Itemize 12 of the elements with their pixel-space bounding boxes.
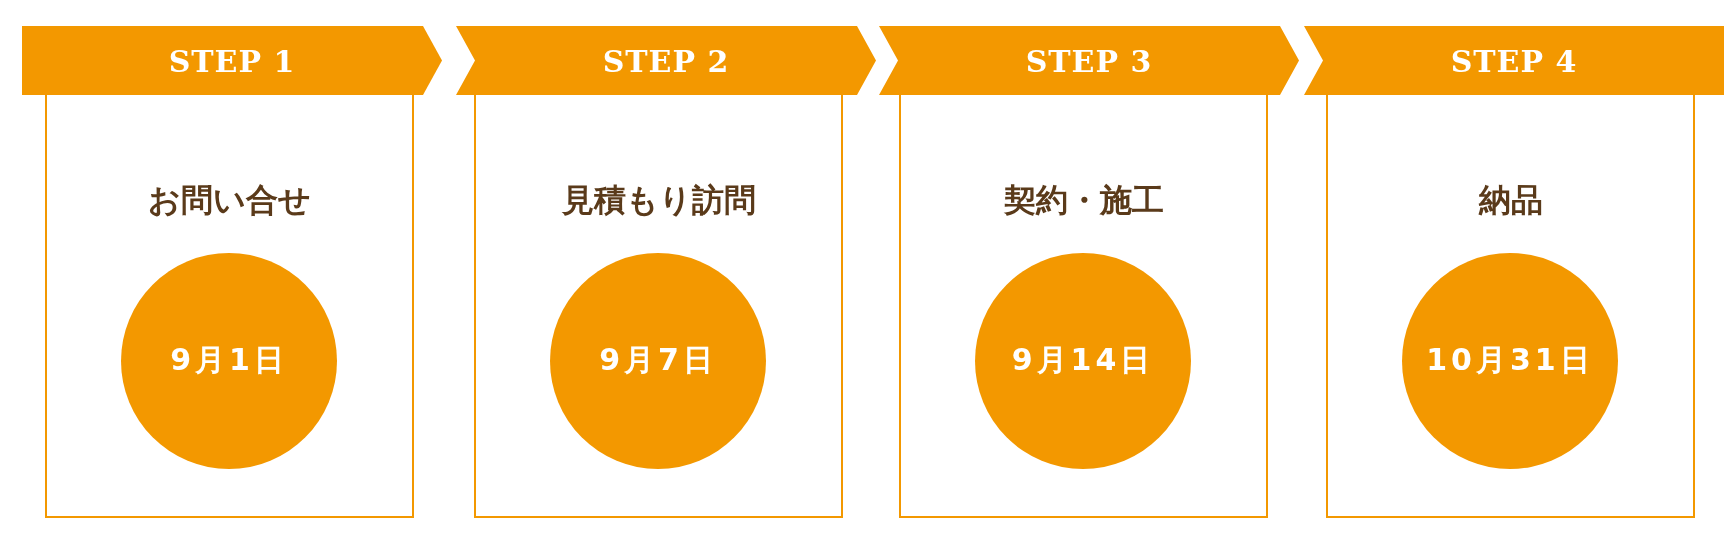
step-title: お問い合せ — [147, 180, 312, 221]
step-label: STEP 4 — [1450, 43, 1578, 78]
date-text: 9月7日 — [599, 341, 717, 379]
step-title: 契約・施工 — [1002, 180, 1165, 221]
date-text: 9月1日 — [170, 341, 288, 379]
step-label: STEP 3 — [1025, 43, 1153, 78]
step-title: 見積もり訪問 — [560, 180, 757, 221]
date-text: 9月14日 — [1011, 341, 1155, 379]
date-text: 10月31日 — [1426, 341, 1594, 379]
step-label: STEP 2 — [602, 43, 730, 78]
step-label: STEP 1 — [168, 43, 296, 78]
step-title: 納品 — [1477, 180, 1544, 221]
